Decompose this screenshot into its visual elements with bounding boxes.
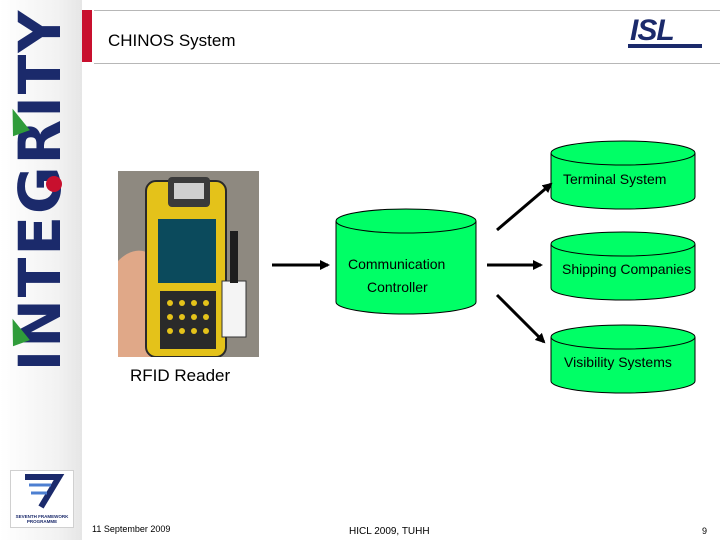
rfid-reader-photo — [118, 171, 259, 357]
arrow-controller-to-terminal — [496, 182, 553, 232]
terminal-system-label: Terminal System — [563, 171, 667, 187]
slide-title: CHINOS System — [108, 31, 236, 50]
shipping-companies-label: Shipping Companies — [562, 261, 692, 277]
shipping-companies-cylinder — [550, 231, 696, 301]
rfid-device-illustration — [118, 171, 259, 357]
isl-logo-underline — [628, 44, 702, 48]
fp7-seven-icon — [25, 474, 65, 509]
terminal-system-cylinder — [550, 140, 696, 210]
brand-sidebar: INTEGRITY SEVENTH FRAMEWORK PROGRAMME — [0, 0, 82, 540]
footer-date: 11 September 2009 — [92, 524, 171, 534]
fp7-logo: SEVENTH FRAMEWORK PROGRAMME — [10, 470, 74, 528]
rfid-reader-label: RFID Reader — [130, 366, 231, 385]
footer-page-number: 9 — [702, 526, 708, 536]
communication-controller-cylinder — [335, 208, 477, 315]
header-accent — [82, 10, 92, 62]
footer-event: HICL 2009, TUHH — [349, 526, 430, 537]
fp7-logo-text: SEVENTH FRAMEWORK PROGRAMME — [15, 514, 69, 524]
visibility-systems-label: Visibility Systems — [564, 354, 672, 370]
visibility-systems-cylinder — [550, 324, 696, 394]
lock-icon — [46, 176, 62, 192]
communication-controller-label-line2: Controller — [367, 279, 428, 295]
isl-logo: ISL — [630, 14, 675, 47]
communication-controller-label-line1: Communication — [348, 256, 446, 272]
header-bar — [94, 10, 720, 64]
arrow-controller-to-visibility — [495, 293, 546, 344]
